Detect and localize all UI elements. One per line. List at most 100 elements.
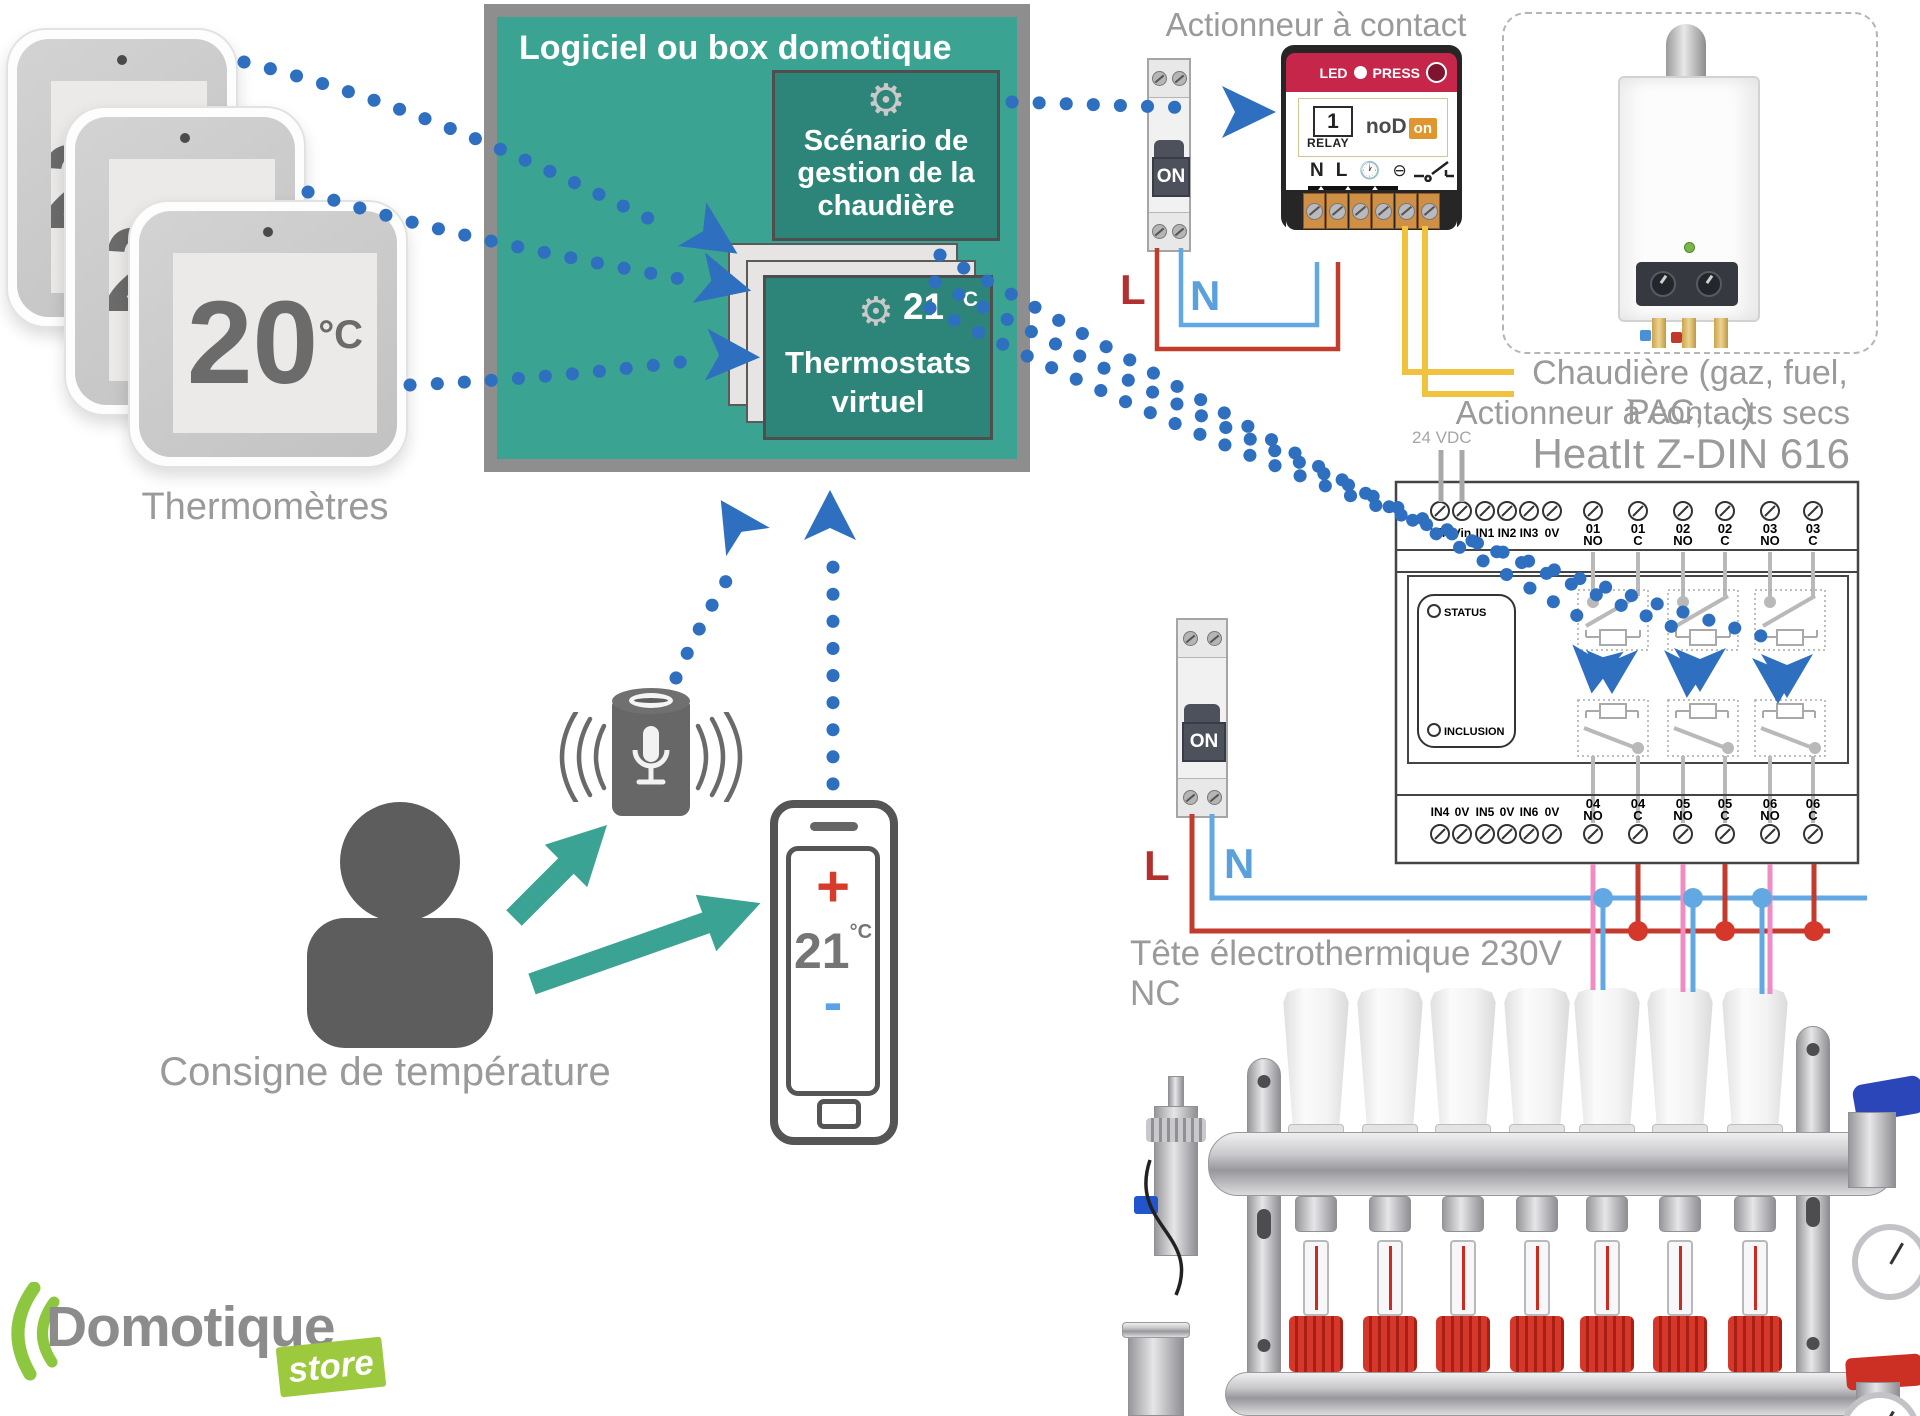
relay-label: RELAY [1307,136,1350,150]
thermo-head [1504,988,1570,1132]
led-label: LED [1319,64,1348,81]
terminal-label: 0V [1545,526,1560,540]
terminal-label: IN4 [1431,805,1450,819]
breaker-on-label: ON [1152,157,1190,197]
thermometer-screen: 20°C [173,253,377,433]
terminal-label: 06 [1806,796,1820,811]
nodon-terminal-block [1286,190,1457,230]
screw-icon [1206,631,1222,646]
sensor-dot-icon [263,227,273,237]
flow-meter-tube [1524,1240,1550,1316]
screw-icon [1171,71,1187,86]
minus-circle-icon: ⊖ [1392,161,1407,180]
manifold-fitting [1369,1196,1411,1232]
clock-icon: 🕐 [1359,161,1381,180]
screw-icon [1151,71,1167,86]
flow-meter-base [1510,1316,1564,1372]
hot-valve-tag [1671,332,1682,343]
terminal-label: NO [1673,808,1693,823]
thermometers-label: Thermomètres [141,486,389,528]
terminal-label: 0V [1500,805,1515,819]
command-arrow [506,852,580,926]
flow-meter-base [1728,1316,1782,1372]
terminal-label: 04 [1586,796,1601,811]
thermometer-bezel: 20°C [139,211,397,457]
flow-meter-base [1363,1316,1417,1372]
relay-count: 1 [1313,106,1353,137]
blue-arrow-icon [1222,86,1276,138]
manifold-bracket [1247,1058,1281,1416]
flow-meter-tube [1667,1240,1693,1316]
phone-setpoint: 21°C [793,921,873,980]
flow-meter-base [1289,1316,1343,1372]
blue-arrow-icon [804,490,856,540]
status-label: STATUS [1444,607,1486,619]
terminal-label: IN1 [1476,526,1495,540]
manifold-bar-bottom [1225,1372,1897,1416]
teal-arrowhead-icon [544,803,629,888]
manifold-fitting [1442,1196,1484,1232]
logo-store-badge: store [275,1336,387,1398]
valve-body [1848,1112,1896,1188]
junction-dot [1628,921,1648,941]
press-button-icon [1426,62,1447,83]
thermometer-device-front: 20°C [128,200,408,468]
decrease-temp-button: - [823,970,843,1034]
terminal-label: NO [1583,533,1603,548]
sensor-dot-icon [117,55,127,65]
screw-terminal [1349,193,1371,229]
phone-home-button [817,1099,861,1129]
line-wire-label: L [1120,266,1146,313]
boiler-led-icon [1684,242,1695,253]
junction-dot [1715,921,1735,941]
manifold-fitting [1734,1196,1776,1232]
screw-icon [1206,790,1222,805]
thermo-head [1647,988,1713,1132]
screw-terminal [1372,193,1394,229]
screw-icon [1151,224,1167,239]
voice-assistant-ring [629,693,673,708]
person-icon [307,802,493,1048]
terminal-label: IN5 [1476,805,1495,819]
junction-dot [1804,921,1824,941]
junction-dot [1752,888,1772,908]
junction-dot [1683,888,1703,908]
breaker-lever [1153,140,1185,160]
press-label: PRESS [1372,64,1420,81]
manifold-fitting [1659,1196,1701,1232]
inclusion-label: INCLUSION [1444,726,1505,738]
terminal-label: C [1633,533,1643,548]
breaker-terminals [1149,212,1189,250]
flow-meter-tube [1450,1240,1476,1316]
terminal-label: NO [1583,808,1603,823]
terminal-mark [1343,186,1353,193]
terminal-label: 06 [1763,796,1777,811]
cold-valve-tag [1640,330,1651,341]
led-icon [1353,66,1367,79]
domotique-box-title: Logiciel ou box domotique [519,29,952,67]
terminal-label: Vin [1453,526,1471,540]
boiler-pipe [1652,318,1666,348]
terminal-label: IN3 [1520,526,1539,540]
boiler-knob [1650,271,1676,297]
terminal-label: 05 [1718,796,1732,811]
flow-meter-tube [1303,1240,1329,1316]
boiler-control-panel [1636,262,1738,306]
phone-speaker-slot [810,822,858,831]
teal-arrowhead-icon [695,874,771,952]
line-wire-label: L [1144,842,1170,889]
breaker-terminals [1178,620,1226,658]
contact-wire [1402,226,1514,375]
sensor-dot-icon [180,133,190,143]
nodon-top-band: LED PRESS [1286,53,1457,92]
terminal-mark [1316,186,1326,193]
setpoint-value: 21 °C [902,286,978,327]
terminal-label: IN6 [1520,805,1539,819]
neutral-wire-label: N [1190,272,1221,319]
virtual-thermostat-label: Thermostats virtuel [784,345,972,419]
sound-waves-icon [559,712,743,802]
gear-icon: ⚙ [866,76,906,125]
